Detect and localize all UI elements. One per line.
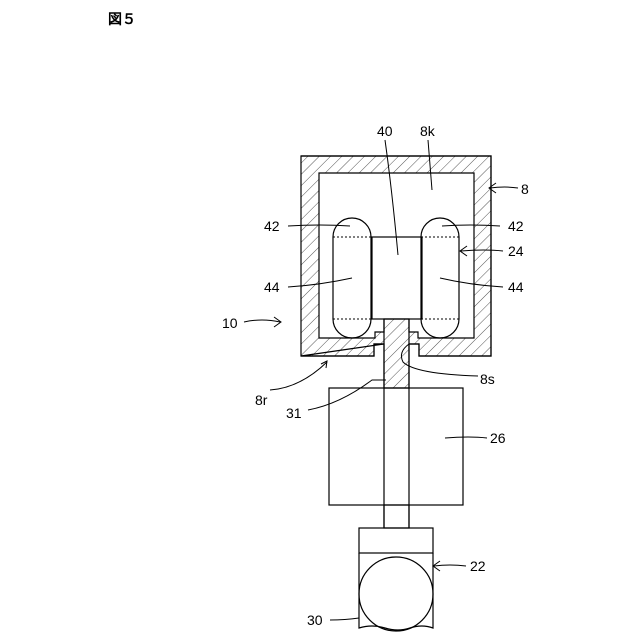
leader-26 [445,437,487,438]
leader-30 [330,618,359,620]
label-31: 31 [286,405,302,421]
shaft-lower [384,505,409,528]
housing-wall [301,156,491,388]
label-8r: 8r [255,392,268,408]
label-26: 26 [490,430,506,446]
label-22: 22 [470,558,486,574]
label-44-right: 44 [508,279,524,295]
arrow-8r [270,362,327,390]
leader-31 [308,380,386,410]
component-22-body [359,553,433,630]
label-40: 40 [377,123,393,139]
label-24: 24 [508,243,524,259]
component-22-cap [359,528,433,553]
label-8k: 8k [420,123,436,139]
figure-title: 図５ [108,12,136,28]
arrow-10 [244,320,280,322]
label-8: 8 [521,181,529,197]
arrow-22 [434,565,466,566]
arrow-8 [490,187,518,188]
label-30: 30 [307,612,323,628]
label-8s: 8s [480,371,495,387]
label-10: 10 [222,315,238,331]
block-26 [329,388,463,505]
label-42-right: 42 [508,218,524,234]
leader-42-right [442,225,500,226]
leader-44-left [288,278,352,287]
label-42-left: 42 [264,218,280,234]
ball-30 [359,557,433,631]
leader-44-right [440,278,503,287]
label-44-left: 44 [264,279,280,295]
